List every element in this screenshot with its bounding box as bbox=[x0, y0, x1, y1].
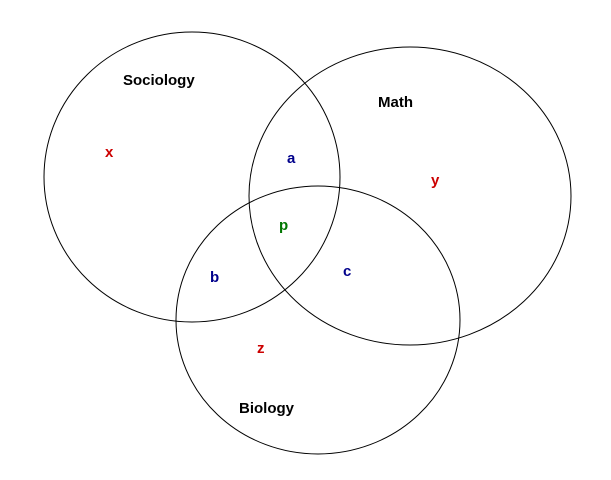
region-math-only-label: y bbox=[431, 172, 440, 189]
biology-circle bbox=[175, 185, 461, 455]
region-biology-only-label: z bbox=[257, 340, 265, 357]
biology-label: Biology bbox=[239, 400, 295, 417]
region-sociology-biology-label: b bbox=[210, 269, 219, 286]
math-label: Math bbox=[378, 94, 413, 111]
region-math-biology-label: c bbox=[343, 263, 351, 280]
math-circle bbox=[248, 46, 572, 346]
region-sociology-only-label: x bbox=[105, 144, 114, 161]
sociology-label: Sociology bbox=[123, 72, 195, 89]
region-all-three-label: p bbox=[279, 217, 288, 234]
sociology-circle bbox=[43, 31, 341, 323]
region-sociology-math-label: a bbox=[287, 150, 296, 167]
